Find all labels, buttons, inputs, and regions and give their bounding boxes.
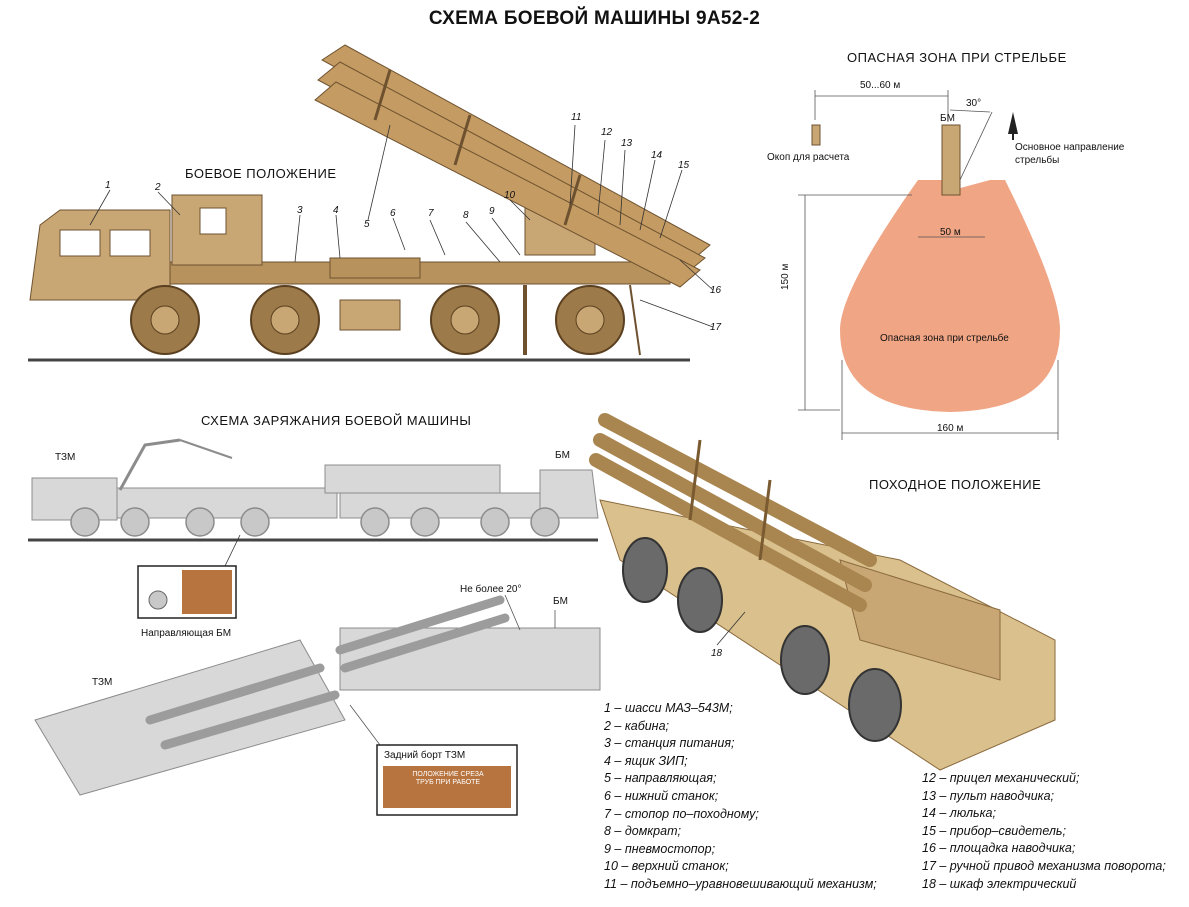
legend-item: 11 – подъемно–уравновешивающий механизм;: [604, 876, 877, 891]
legend-item: 8 – домкрат;: [604, 824, 681, 839]
plate-line-1: ПОЛОЖЕНИЕ СРЕЗА: [412, 771, 484, 778]
callout-13: 13: [621, 138, 633, 149]
callout-11: 11: [571, 112, 582, 123]
plate-line-2: ТРУБ ПРИ РАБОТЕ: [415, 779, 481, 786]
legend-item: 17 – ручной привод механизма поворота;: [922, 858, 1166, 873]
callout-7: 7: [428, 208, 434, 219]
legend-item: 12 – прицел механический;: [922, 771, 1080, 785]
legend-right: 12 – прицел механический; 13 – пульт нав…: [922, 770, 1166, 893]
max-angle-label: Не более 20°: [460, 584, 522, 595]
legend-item: 16 – площадка наводчика;: [922, 841, 1076, 856]
rear-board-label: Задний борт ТЗМ: [384, 750, 466, 761]
legend-left: 1 – шасси МАЗ–543М; 2 – кабина; 3 – стан…: [604, 700, 877, 894]
legend-item: 2 – кабина;: [604, 718, 669, 733]
legend-item: 13 – пульт наводчика;: [922, 788, 1054, 803]
legend-item: 9 – пневмостопор;: [604, 841, 716, 856]
callout-8: 8: [463, 210, 469, 221]
legend-item: 4 – ящик ЗИП;: [604, 753, 688, 768]
march-position-heading: ПОХОДНОЕ ПОЛОЖЕНИЕ: [869, 477, 1042, 492]
callout-5: 5: [364, 219, 370, 230]
callout-12: 12: [601, 127, 613, 138]
combat-vehicle-drawing: [28, 44, 714, 362]
callout-17: 17: [710, 322, 722, 333]
bm-top-label: БМ: [553, 596, 568, 607]
loading-scheme-heading: СХЕМА ЗАРЯЖАНИЯ БОЕВОЙ МАШИНЫ: [201, 413, 472, 428]
callout-18: 18: [711, 648, 723, 659]
top-width-label: 50 м: [940, 227, 961, 238]
legend-item: 5 – направляющая;: [604, 771, 717, 786]
page-title: СХЕМА БОЕВОЙ МАШИНЫ 9А52-2: [428, 8, 761, 29]
angle-label: 30°: [966, 98, 982, 109]
danger-zone-heading: ОПАСНАЯ ЗОНА ПРИ СТРЕЛЬБЕ: [847, 50, 1067, 65]
legend-item: 6 – нижний станок;: [604, 788, 719, 803]
bm-loading-label: БМ: [555, 450, 570, 461]
callout-2: 2: [155, 182, 161, 193]
callout-1: 1: [105, 180, 111, 191]
callout-16: 16: [710, 285, 722, 296]
legend-item: 18 – шкаф электрический: [922, 876, 1077, 891]
tzm-top-label: ТЗМ: [92, 677, 113, 688]
combat-position-heading: БОЕВОЕ ПОЛОЖЕНИЕ: [185, 166, 337, 181]
tzm-label: ТЗМ: [55, 452, 76, 463]
callout-6: 6: [390, 208, 396, 219]
callout-9: 9: [489, 206, 495, 217]
loading-scheme-drawing: [28, 438, 601, 816]
legend-item: 14 – люлька;: [922, 806, 996, 821]
bm-label: БМ: [940, 113, 955, 124]
cut-position-plate: ПОЛОЖЕНИЕ СРЕЗА ТРУБ ПРИ РАБОТЕ: [398, 771, 498, 787]
legend-item: 3 – станция питания;: [604, 736, 735, 751]
trench-label: Окоп для расчета: [767, 152, 850, 163]
legend-item: 7 – стопор по–походному;: [604, 806, 759, 821]
guide-inset-label: Направляющая БМ: [141, 628, 232, 639]
callout-15: 15: [678, 160, 690, 171]
callout-10: 10: [504, 190, 516, 201]
danger-zone-drawing: [798, 90, 1060, 440]
zone-height-label: 150 м: [780, 263, 791, 290]
legend-item: 1 – шасси МАЗ–543М;: [604, 701, 733, 715]
callout-3: 3: [297, 205, 303, 216]
danger-zone-label: Опасная зона при стрельбе: [880, 333, 1009, 344]
bottom-width-label: 160 м: [937, 423, 964, 434]
legend-item: 10 – верхний станок;: [604, 859, 729, 874]
march-vehicle-drawing: [589, 413, 1056, 771]
legend-item: 15 – прибор–свидетель;: [922, 823, 1066, 838]
callout-4: 4: [333, 205, 339, 216]
callout-14: 14: [651, 150, 663, 161]
fire-direction-label: Основное направление стрельбы: [1015, 142, 1125, 166]
trench-distance-label: 50...60 м: [860, 80, 901, 91]
